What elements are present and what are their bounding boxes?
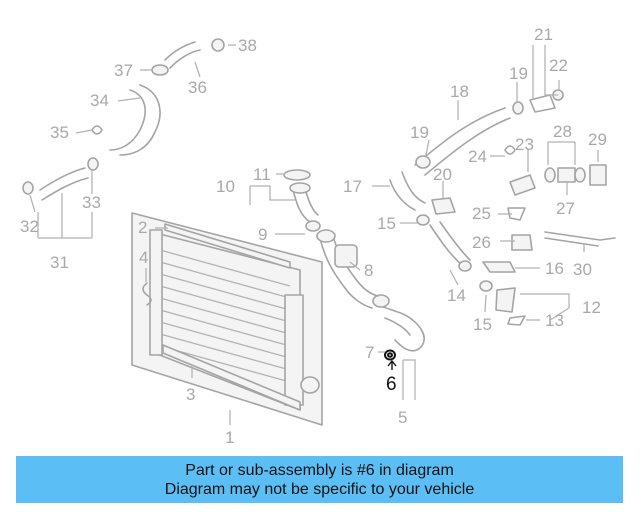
callout-1: 1 — [225, 428, 234, 447]
sensor-part-29 — [589, 164, 607, 186]
callout-29: 29 — [588, 130, 607, 149]
callout-25: 25 — [472, 204, 491, 223]
clamp-part-19a — [512, 101, 524, 115]
clip-part-4 — [142, 282, 152, 306]
seal-ring-part-6 — [384, 349, 396, 361]
pipe-part-5 — [377, 304, 425, 352]
callout-30: 30 — [573, 260, 592, 279]
seal-part-38 — [211, 38, 225, 52]
clip-part-24 — [504, 145, 516, 155]
callout-8: 8 — [364, 261, 373, 280]
callout-4: 4 — [139, 248, 148, 267]
callout-22: 22 — [549, 56, 568, 75]
pipe-part-30 — [544, 231, 616, 247]
callout-6-highlighted: 6 — [386, 374, 397, 395]
callout-34: 34 — [90, 91, 109, 110]
hose-part-17 — [389, 171, 426, 211]
callout-24: 24 — [468, 147, 487, 166]
callout-31: 31 — [50, 253, 69, 272]
pipe-part-23 — [509, 174, 536, 196]
banner-line-2: Diagram may not be specific to your vehi… — [164, 480, 475, 498]
ring-part-32 — [22, 181, 34, 195]
callout-9: 9 — [258, 225, 267, 244]
callout-17: 17 — [343, 177, 362, 196]
connector-part-27 — [557, 167, 576, 183]
callout-19b: 19 — [410, 123, 429, 142]
seal-part-28b — [574, 167, 586, 183]
ring-part-15b — [479, 280, 493, 292]
bracket-part-20 — [431, 197, 456, 215]
leader-line-6 — [387, 359, 397, 370]
callout-2: 2 — [138, 218, 147, 237]
bracket-part-25 — [507, 207, 526, 221]
clamp-part-11 — [283, 169, 311, 181]
callout-5: 5 — [398, 408, 407, 427]
callout-16: 16 — [545, 259, 564, 278]
leader-lines — [29, 44, 599, 425]
callout-26: 26 — [472, 233, 491, 252]
callout-27: 27 — [556, 199, 575, 218]
callout-21: 21 — [534, 25, 553, 44]
callout-20: 20 — [433, 165, 452, 184]
ring-part-15a — [416, 214, 430, 226]
callout-35: 35 — [50, 123, 69, 142]
callout-3: 3 — [186, 385, 195, 404]
clamp-part-9 — [305, 220, 321, 232]
callout-13: 13 — [545, 311, 564, 330]
callout-19a: 19 — [509, 64, 528, 83]
callout-7: 7 — [365, 343, 374, 362]
callout-15a: 15 — [377, 214, 396, 233]
bracket-part-26 — [511, 234, 533, 251]
callout-36: 36 — [188, 78, 207, 97]
callout-23: 23 — [515, 135, 534, 154]
callout-14: 14 — [447, 286, 466, 305]
clamp-part-37 — [151, 64, 169, 76]
callout-28: 28 — [553, 122, 572, 141]
hose-part-36 — [164, 41, 201, 69]
callout-38: 38 — [238, 36, 257, 55]
ring-part-33 — [87, 157, 99, 171]
callout-10: 10 — [216, 177, 235, 196]
callout-11: 11 — [253, 165, 271, 184]
clamp-part-13 — [507, 315, 526, 326]
hose-part-12 — [495, 287, 516, 313]
clamp-part-19b — [415, 155, 431, 169]
clamp-part-35 — [91, 125, 103, 135]
callout-33: 33 — [82, 193, 101, 212]
info-banner: Part or sub-assembly is #6 in diagram Di… — [16, 456, 623, 503]
strip-part-3 — [162, 344, 301, 411]
intercooler-part — [131, 212, 323, 426]
parts-diagram: 1 2 3 4 5 6 7 8 9 10 11 12 13 14 15 15 1… — [20, 25, 616, 447]
callout-18: 18 — [450, 82, 469, 101]
callout-32: 32 — [20, 217, 39, 236]
callout-12: 12 — [582, 298, 601, 317]
hose-part-21 — [529, 94, 556, 113]
hose-part-31 — [39, 167, 89, 201]
duct-part-34 — [109, 84, 161, 156]
bracket-part-16 — [482, 261, 516, 273]
callout-15b: 15 — [473, 315, 492, 334]
callout-37: 37 — [114, 61, 133, 80]
banner-line-1: Part or sub-assembly is #6 in diagram — [185, 461, 454, 479]
seal-part-28a — [544, 167, 556, 183]
